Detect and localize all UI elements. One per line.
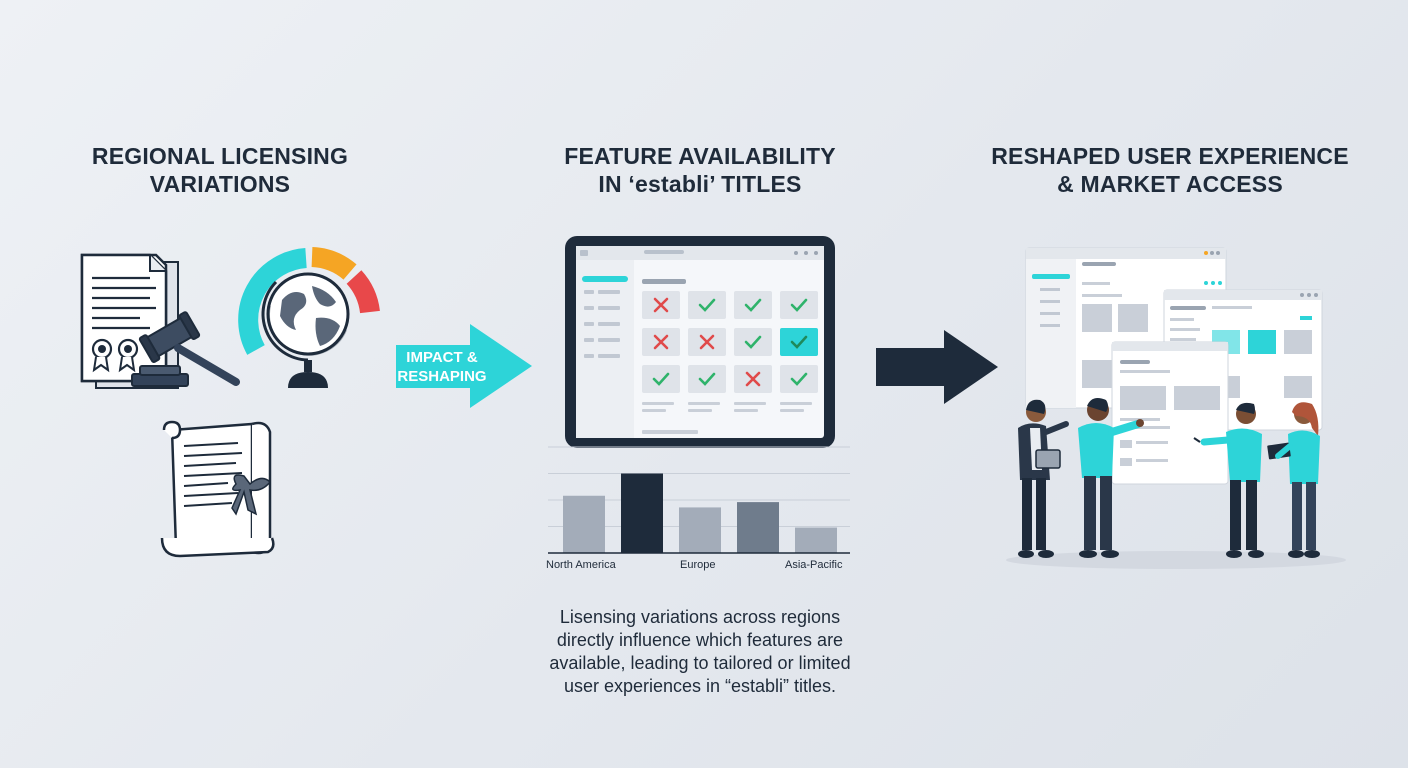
person-1 — [1018, 399, 1069, 558]
impact-arrow — [396, 324, 532, 408]
heading-feature-availability: FEATURE AVAILABILITY IN ‘establi’ TITLES — [540, 142, 860, 198]
feature-cell — [688, 291, 726, 319]
heading-regional-licensing: REGIONAL LICENSING VARIATIONS — [60, 142, 380, 198]
people-icon — [1018, 398, 1320, 558]
heading-line: VARIATIONS — [149, 171, 291, 197]
arrow-label-line: IMPACT & — [406, 349, 478, 366]
arrow-label-line: RESHAPING — [397, 368, 487, 385]
feature-cell — [734, 291, 772, 319]
gauge-icon — [238, 247, 380, 355]
impact-arrow-label: IMPACT & RESHAPING — [392, 348, 492, 386]
browser-window-icon — [1025, 247, 1323, 485]
heading-line: IN ‘establi’ TITLES — [598, 171, 802, 197]
caption-line: directly influence which features are — [556, 630, 844, 650]
feature-cell — [780, 328, 818, 356]
seal-icon — [91, 338, 139, 373]
caption-line: available, leading to tailored or limite… — [549, 653, 851, 673]
gavel-icon — [131, 311, 240, 387]
bar-label-asia-pacific: Asia-Pacific — [785, 559, 843, 571]
person-2 — [1078, 398, 1144, 558]
cross-icon — [745, 371, 761, 387]
heading-line: & MARKET ACCESS — [1057, 171, 1283, 197]
heading-line: FEATURE AVAILABILITY — [564, 143, 836, 169]
caption: Lisensing variations across regions dire… — [520, 606, 880, 698]
bar-label-north-america: North America — [546, 559, 616, 571]
chart-bars — [563, 473, 837, 553]
check-icon — [790, 298, 808, 312]
check-icon — [790, 335, 808, 349]
check-icon — [744, 335, 762, 349]
heading-line: RESHAPED USER EXPERIENCE — [991, 143, 1349, 169]
bar — [621, 473, 663, 553]
feature-cell — [688, 365, 726, 393]
scroll-icon — [160, 420, 275, 558]
heading-reshaped-experience: RESHAPED USER EXPERIENCE & MARKET ACCESS — [960, 142, 1380, 198]
caption-line: Lisensing variations across regions — [559, 607, 841, 627]
person-3 — [1193, 402, 1264, 558]
check-icon — [652, 372, 670, 386]
feature-grid — [642, 291, 818, 393]
bar — [679, 507, 721, 553]
feature-cell — [780, 365, 818, 393]
feature-cell — [780, 291, 818, 319]
bar — [737, 502, 779, 553]
cross-icon — [699, 334, 715, 350]
bar-label-europe: Europe — [680, 559, 716, 571]
regional-bar-chart — [548, 446, 850, 554]
check-icon — [744, 298, 762, 312]
check-icon — [698, 372, 716, 386]
bar — [795, 527, 837, 553]
cross-icon — [653, 297, 669, 313]
check-icon — [698, 298, 716, 312]
check-icon — [790, 372, 808, 386]
tablet-icon — [565, 236, 835, 448]
heading-line: REGIONAL LICENSING — [91, 143, 349, 169]
arrow-icon — [876, 330, 998, 404]
feature-cell — [642, 365, 680, 393]
cross-icon — [653, 334, 669, 350]
caption-line: user experiences in “establi” titles. — [563, 676, 837, 696]
feature-cell — [734, 328, 772, 356]
globe-icon — [261, 272, 350, 388]
bar — [563, 495, 605, 553]
person-4 — [1267, 402, 1320, 558]
